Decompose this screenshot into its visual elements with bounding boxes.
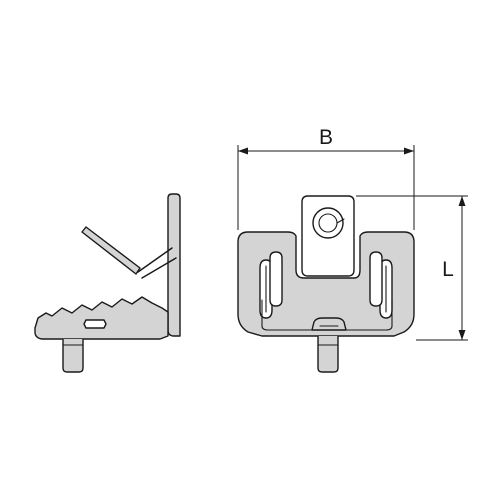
dimension-l: L — [356, 195, 468, 341]
front-stud — [317, 336, 339, 373]
dim-b-label: B — [319, 126, 333, 149]
side-base-slot — [83, 319, 107, 329]
side-angled-tab — [81, 226, 141, 275]
side-stud — [62, 339, 84, 373]
side-serrated-base — [34, 296, 169, 340]
dimension-b: B — [237, 126, 415, 230]
front-view — [237, 195, 415, 373]
side-view — [34, 193, 181, 373]
dim-l-label: L — [442, 258, 454, 281]
front-plate-hole — [312, 207, 344, 239]
front-nut — [311, 317, 347, 331]
side-back-plate — [167, 193, 181, 337]
side-spring-arm-inner — [141, 257, 177, 279]
